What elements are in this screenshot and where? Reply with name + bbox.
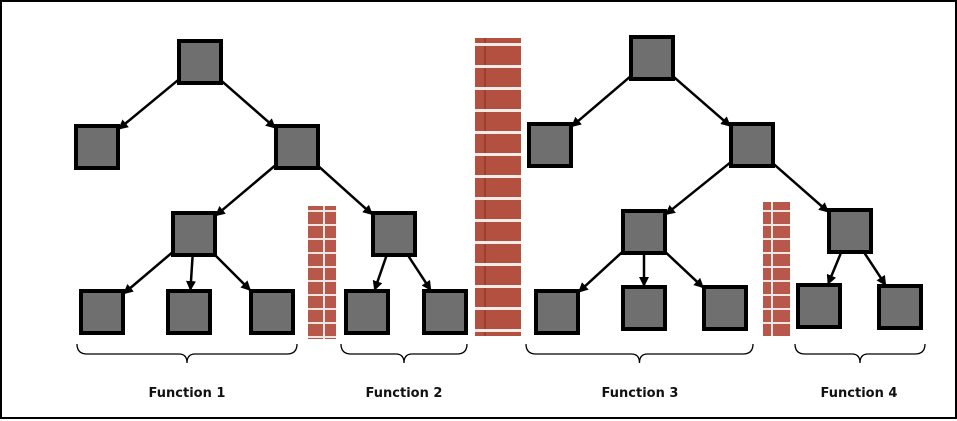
arrow-tree-right-root-to-mid <box>672 75 731 127</box>
node-tree-left-root <box>177 39 223 85</box>
arrow-tree-right-root-to-left-leaf <box>570 74 632 128</box>
brace-function-3 <box>525 343 754 364</box>
node-tree-right-mid <box>729 122 775 168</box>
node-tree-right-left-leaf <box>527 122 573 168</box>
function-2-label: Function 2 <box>365 386 443 401</box>
arrow-tree-left-root-to-left-leaf <box>118 78 180 130</box>
arrow-tree-left-sub-a-to-a2 <box>185 254 196 291</box>
big-wall-center <box>475 38 521 336</box>
small-wall-left <box>308 206 336 339</box>
node-tree-right-root <box>629 35 675 81</box>
arrow-tree-left-root-to-mid <box>220 79 277 129</box>
arrow-tree-left-sub-b-to-b1 <box>372 254 388 291</box>
arrow-tree-right-mid-to-sub-a <box>664 160 732 216</box>
function-3-label: Function 3 <box>601 386 679 401</box>
arrow-tree-left-mid-to-sub-b <box>317 164 374 216</box>
arrow-tree-left-sub-a-to-a1 <box>122 250 174 295</box>
node-tree-left-a2 <box>166 289 212 335</box>
node-tree-left-mid <box>274 124 320 170</box>
function-4-label: Function 4 <box>820 386 898 401</box>
brace-function-1 <box>76 343 298 364</box>
node-tree-right-a3 <box>702 285 748 331</box>
node-tree-left-a3 <box>249 289 295 335</box>
arrow-tree-right-sub-a-to-a1 <box>578 250 624 293</box>
node-tree-right-sub-a <box>621 209 667 255</box>
node-tree-right-b2 <box>877 284 923 330</box>
node-tree-left-left-leaf <box>74 124 120 170</box>
node-tree-right-a2 <box>621 285 667 331</box>
node-tree-left-b2 <box>422 289 468 335</box>
node-tree-left-sub-a <box>171 211 217 257</box>
arrow-tree-right-sub-b-to-b1 <box>826 251 843 286</box>
arrow-tree-right-sub-a-to-a3 <box>664 250 705 289</box>
node-tree-left-a1 <box>79 289 125 335</box>
node-tree-right-a1 <box>534 289 580 335</box>
arrow-tree-right-mid-to-sub-b <box>772 162 830 213</box>
node-tree-right-sub-b <box>827 208 873 254</box>
arrow-tree-left-mid-to-sub-a <box>214 163 277 217</box>
brace-function-4 <box>794 343 926 364</box>
node-tree-left-sub-b <box>371 211 417 257</box>
arrow-tree-right-sub-b-to-b2 <box>862 251 887 286</box>
node-tree-left-b1 <box>344 289 390 335</box>
function-1-label: Function 1 <box>148 386 226 401</box>
arrow-tree-left-sub-a-to-a3 <box>214 254 251 291</box>
node-tree-right-b1 <box>796 283 842 329</box>
brace-function-2 <box>340 343 468 364</box>
small-wall-right <box>763 202 790 336</box>
arrow-tree-left-sub-b-to-b2 <box>406 254 432 291</box>
